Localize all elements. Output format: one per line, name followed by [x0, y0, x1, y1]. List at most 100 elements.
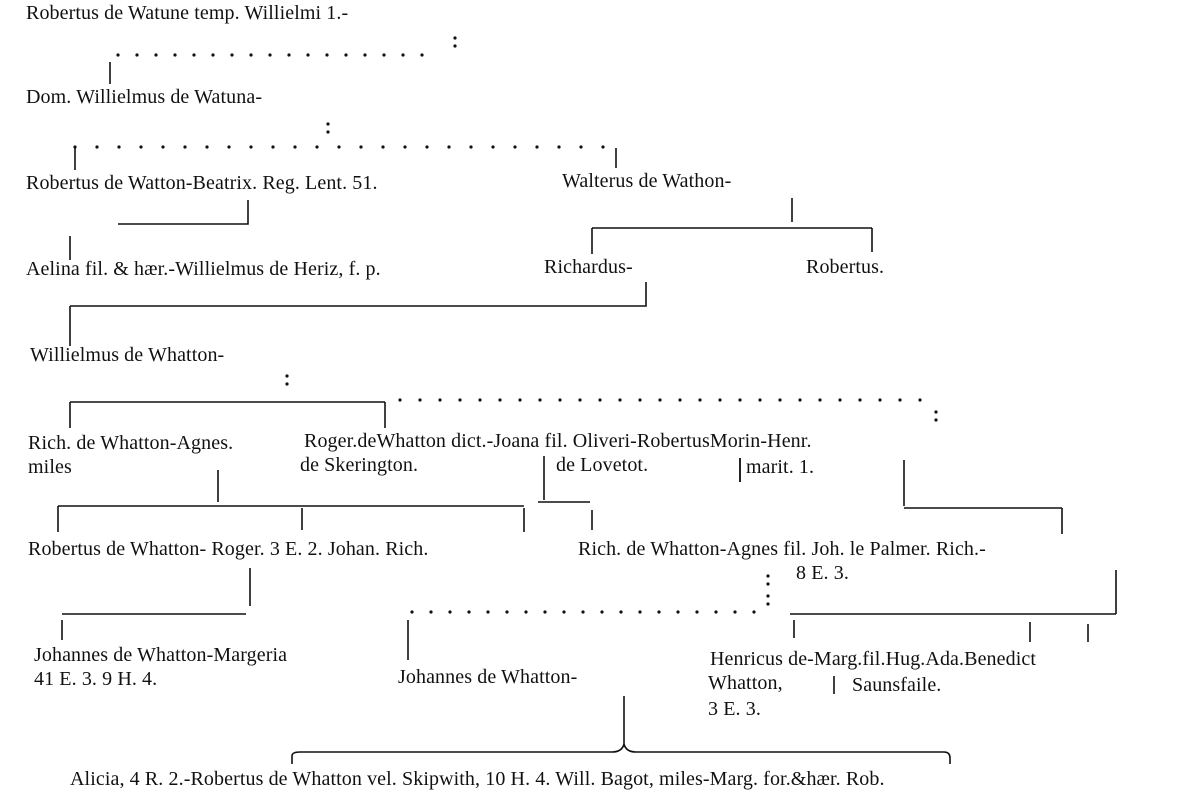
willielmus-de-whatton: Willielmus de Whatton-	[30, 344, 225, 366]
richardus: Richardus-	[544, 256, 633, 278]
dot	[398, 398, 402, 402]
dot	[581, 610, 585, 614]
colon-dot	[934, 418, 938, 422]
marit-1: marit. 1.	[746, 456, 815, 478]
dotted-line-5	[285, 36, 938, 606]
dot	[524, 610, 528, 614]
colon-dot	[453, 36, 457, 40]
dotted-line-2	[73, 145, 605, 149]
dot	[116, 53, 120, 57]
dot	[657, 610, 661, 614]
colon-dot	[285, 374, 289, 378]
dot	[638, 398, 642, 402]
alicia-robertus-will-bagot-marg: Alicia, 4 R. 2.-Robertus de Whatton vel.…	[70, 768, 885, 790]
dot	[678, 398, 682, 402]
dot	[600, 610, 604, 614]
walterus-de-wathon: Walterus de Wathon-	[562, 170, 732, 192]
dot	[557, 145, 561, 149]
dot	[513, 145, 517, 149]
connector-line	[118, 200, 249, 225]
dot	[315, 145, 319, 149]
dot	[469, 145, 473, 149]
dotted-line-1	[116, 53, 424, 57]
colon-dot	[766, 574, 770, 578]
dot	[268, 53, 272, 57]
rich-de-whatton-agnes: Rich. de Whatton-Agnes.	[28, 432, 234, 454]
dot	[467, 610, 471, 614]
connector-line	[70, 282, 647, 307]
dot	[403, 145, 407, 149]
dot	[249, 53, 253, 57]
dot	[558, 398, 562, 402]
dot	[293, 145, 297, 149]
dot	[382, 53, 386, 57]
dot	[838, 398, 842, 402]
dot	[73, 145, 77, 149]
dot	[714, 610, 718, 614]
rich-de-whatton-agnes-palmer: Rich. de Whatton-Agnes fil. Joh. le Palm…	[578, 538, 986, 560]
colon-dot	[285, 382, 289, 386]
dot	[698, 398, 702, 402]
dot	[173, 53, 177, 57]
roger-de-whatton-joana: Roger.deWhatton dict.-Joana fil. Oliveri…	[304, 430, 812, 452]
dot	[230, 53, 234, 57]
dot	[306, 53, 310, 57]
de-skerington: de Skerington.	[300, 454, 419, 476]
dot	[135, 53, 139, 57]
dates-41-e3: 41 E. 3. 9 H. 4.	[34, 668, 158, 690]
dot	[205, 145, 209, 149]
robertus-de-whatton-roger-johan-rich: Robertus de Whatton- Roger. 3 E. 2. Joha…	[28, 538, 429, 560]
dot	[478, 398, 482, 402]
dot	[562, 610, 566, 614]
dot	[429, 610, 433, 614]
dot	[676, 610, 680, 614]
dot	[227, 145, 231, 149]
johannes-de-whatton: Johannes de Whatton-	[398, 666, 578, 688]
dot	[618, 398, 622, 402]
dot	[898, 398, 902, 402]
dot	[486, 610, 490, 614]
dot	[438, 398, 442, 402]
dotted-line-4	[410, 610, 756, 614]
de-lovetot: de Lovetot.	[556, 454, 649, 476]
dot	[738, 398, 742, 402]
dot	[858, 398, 862, 402]
dot	[410, 610, 414, 614]
dot	[401, 53, 405, 57]
johannes-margeria: Johannes de Whatton-Margeria	[34, 644, 288, 666]
robertus-temp-willielmi: Robertus de Watune temp. Willielmi 1.-	[26, 2, 349, 24]
dot	[638, 610, 642, 614]
dot	[491, 145, 495, 149]
dot	[211, 53, 215, 57]
colon-dot	[934, 410, 938, 414]
colon-dot	[766, 582, 770, 586]
dot	[758, 398, 762, 402]
colon-dot	[326, 122, 330, 126]
connector-line	[291, 743, 951, 764]
dot	[287, 53, 291, 57]
dot	[458, 398, 462, 402]
dot	[161, 145, 165, 149]
three-e3: 3 E. 3.	[708, 698, 761, 720]
dot	[752, 610, 756, 614]
miles-label: miles	[28, 456, 72, 478]
dot	[325, 53, 329, 57]
dot	[543, 610, 547, 614]
dot	[425, 145, 429, 149]
dot	[718, 398, 722, 402]
saunsfaile: Saunsfaile.	[852, 674, 942, 696]
dot	[139, 145, 143, 149]
dot	[363, 53, 367, 57]
robertus-walteri: Robertus.	[806, 256, 885, 278]
dot	[418, 398, 422, 402]
dot	[359, 145, 363, 149]
dot	[818, 398, 822, 402]
dotted-line-3	[398, 398, 922, 402]
aelina-willielmus-heriz: Aelina fil. & hær.-Willielmus de Heriz, …	[26, 258, 381, 280]
dot	[381, 145, 385, 149]
dot	[918, 398, 922, 402]
dot	[192, 53, 196, 57]
dot	[778, 398, 782, 402]
